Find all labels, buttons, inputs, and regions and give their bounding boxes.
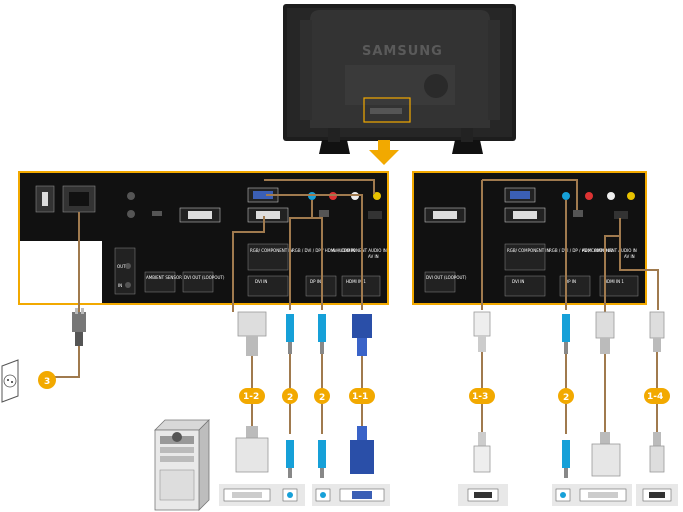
arrow-down-icon: [369, 140, 399, 165]
audio-plug-bottom-c: [562, 440, 570, 478]
r-av-in-label: AV IN: [624, 254, 635, 259]
r-dvi-out-label: DVI OUT (LOOPOUT): [426, 275, 467, 280]
rgb-component-label: RGB/ COMPONENT IN: [250, 248, 293, 253]
r-dvi-in-label: DVI IN: [512, 279, 524, 284]
badge-hdmi: 1-4: [644, 388, 670, 404]
svg-text:2: 2: [319, 393, 325, 403]
hdmi-plug-top: [649, 311, 665, 352]
right-connector-panel: DVI OUT (LOOPOUT) RGB/ COMPONENT IN DVI …: [412, 171, 647, 305]
badge-audio-a: 2: [282, 388, 298, 404]
stand-foot-right: [452, 140, 483, 154]
ir-out-label: OUT: [117, 264, 126, 269]
ir-in-label: IN: [118, 283, 122, 288]
r-hdmi-in-label: HDMI IN 1: [604, 279, 624, 284]
stand-foot-left: [319, 140, 350, 154]
av-in-label: AV IN: [368, 254, 379, 259]
wall-outlet: [1, 359, 19, 403]
badge-power: 3: [38, 371, 56, 389]
audio-plug-top-b: [318, 314, 326, 354]
badge-rgb: 1-1: [349, 388, 375, 404]
cable-vertical: [251, 352, 658, 434]
hdmi-in-label: HDMI IN 1: [346, 279, 366, 284]
badge-dp: 1-3: [469, 388, 495, 404]
audio-in-label: RGB / DVI / DP / HDMI AUDIO IN: [292, 248, 355, 253]
hdmi-plug-bottom: [649, 432, 665, 473]
audio-plug-top-a: [286, 314, 294, 354]
av-component-audio-label: AV / COMPONENT AUDIO IN: [332, 248, 387, 253]
dvi-in-label: DVI IN: [255, 279, 267, 284]
pc-tower-icon: [154, 419, 210, 511]
rgb-plug-top: [352, 314, 372, 356]
pc-port-plate-1: [219, 484, 305, 506]
svg-text:1-1: 1-1: [352, 392, 368, 402]
r-av-component-audio-label: AV / COMPONENT AUDIO IN: [582, 248, 637, 253]
dvi-out-label: DVI OUT (LOOPOUT): [184, 275, 225, 280]
highlight-box: [363, 97, 411, 123]
dp-in-label: DP IN: [310, 279, 321, 284]
dvi-plug-top-r: [595, 311, 615, 354]
svg-text:1-2: 1-2: [243, 392, 259, 402]
dp-plug-top: [473, 311, 491, 352]
dvi-port-plate: [552, 484, 632, 506]
rgb-port-left: [253, 191, 273, 199]
hdmi-port-plate: [636, 484, 678, 506]
left-connector-panel: OUT IN AMBIENT SENSOR IN DVI OUT (LOOPOU…: [18, 171, 389, 305]
dp-port-plate: [458, 484, 508, 506]
badge-audio-b: 2: [314, 388, 330, 404]
dvi-plug-bottom-r: [591, 432, 621, 477]
monitor-back: SAMSUNG: [283, 4, 516, 154]
svg-text:1-4: 1-4: [647, 392, 663, 402]
brand-logo: SAMSUNG: [362, 44, 443, 59]
ambient-sensor-label: AMBIENT SENSOR IN: [146, 275, 187, 280]
badge-audio-c: 2: [558, 388, 574, 404]
pc-port-plate-2: [312, 484, 390, 506]
dp-plug-bottom: [473, 432, 491, 473]
audio-plug-bottom-b: [318, 440, 326, 478]
rgb-plug-bottom: [350, 426, 374, 474]
svg-text:3: 3: [44, 377, 50, 387]
r-audio-in-label: RGB / DVI / DP / HDMI AUDIO IN: [549, 248, 612, 253]
audio-plug-bottom-a: [286, 440, 294, 478]
svg-text:1-3: 1-3: [472, 392, 488, 402]
svg-text:2: 2: [287, 393, 293, 403]
dvi-plug-bottom: [235, 426, 269, 473]
dvi-port-left: [256, 211, 280, 219]
power-plug: [72, 308, 86, 346]
r-rgb-component-label: RGB/ COMPONENT IN: [507, 248, 550, 253]
cable-routes: [43, 179, 659, 378]
r-dp-in-label: DP IN: [565, 279, 576, 284]
badge-dvi: 1-2: [239, 388, 265, 404]
dvi-plug-top: [237, 311, 267, 356]
audio-plug-top-c: [562, 314, 570, 354]
svg-text:2: 2: [563, 393, 569, 403]
